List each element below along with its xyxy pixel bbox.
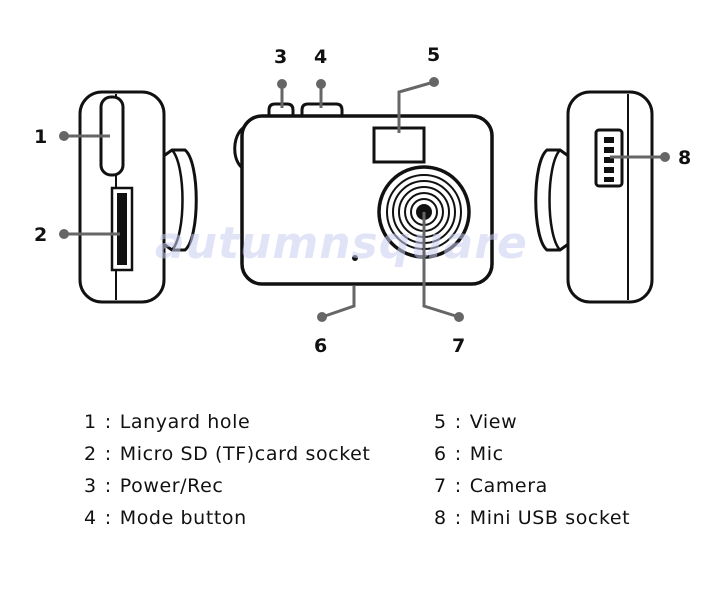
leader-dot-2 — [59, 229, 69, 239]
leader-dot-5 — [429, 77, 439, 87]
legend-separator: : — [454, 411, 462, 433]
callout-2: 2 — [34, 224, 47, 246]
legend-num: 4 — [84, 507, 97, 529]
leader-dot-8 — [660, 152, 670, 162]
leader-dot-4 — [316, 79, 326, 89]
callout-7: 7 — [452, 335, 465, 357]
legend-num: 3 — [84, 475, 97, 497]
legend-separator: : — [104, 411, 112, 433]
legend-num: 7 — [434, 475, 447, 497]
legend-separator: : — [104, 507, 112, 529]
leader-lines — [59, 77, 670, 322]
left-side-view — [78, 90, 198, 304]
leader-dot-1 — [59, 131, 69, 141]
legend-item-7: 7: Camera — [434, 475, 548, 497]
usb-pin-2 — [604, 147, 614, 153]
leader-dot-6 — [317, 312, 327, 322]
right-side-lens-ring — [548, 149, 562, 251]
legend-separator: : — [454, 475, 462, 497]
leader-dot-3 — [277, 79, 287, 89]
leader-line-7 — [422, 212, 460, 319]
legend-label: Power/Rec — [119, 475, 224, 497]
legend-item-2: 2: Micro SD (TF)card socket — [84, 443, 371, 465]
callout-8: 8 — [678, 147, 691, 169]
legend-label: Mini USB socket — [469, 507, 631, 529]
usb-pin-5 — [604, 177, 614, 182]
callout-6: 6 — [314, 335, 327, 357]
legend-num: 6 — [434, 443, 447, 465]
mic-hole — [352, 255, 358, 261]
legend-item-3: 3: Power/Rec — [84, 475, 223, 497]
callout-1: 1 — [34, 126, 47, 148]
camera-diagram: autumnsquare 1 2 3 4 5 6 7 8 — [34, 44, 691, 357]
legend-separator: : — [104, 475, 112, 497]
micro-sd-slot-inner — [117, 193, 127, 265]
legend-num: 5 — [434, 411, 447, 433]
legend-item-1: 1: Lanyard hole — [84, 411, 250, 433]
viewfinder — [372, 126, 426, 164]
legend-label: Micro SD (TF)card socket — [119, 443, 371, 465]
legend-separator: : — [454, 443, 462, 465]
right-side-body — [566, 90, 654, 304]
usb-pin-4 — [604, 167, 614, 173]
legend-label: View — [469, 411, 518, 433]
legend-item-4: 4: Mode button — [84, 507, 247, 529]
legend-separator: : — [454, 507, 462, 529]
usb-pin-3 — [604, 157, 614, 163]
legend-num: 8 — [434, 507, 447, 529]
legend-item-8: 8: Mini USB socket — [434, 507, 630, 529]
callout-numbers: 1 2 3 4 5 6 7 8 — [34, 44, 691, 357]
legend-num: 1 — [84, 411, 97, 433]
legend-item-6: 6: Mic — [434, 443, 504, 465]
usb-pin-1 — [604, 137, 614, 143]
front-view — [233, 102, 494, 286]
legend-label: Lanyard hole — [119, 411, 251, 433]
right-side-view — [534, 90, 654, 304]
legend-separator: : — [104, 443, 112, 465]
legend-label: Camera — [469, 475, 548, 497]
leader-line-6 — [321, 286, 356, 319]
legend-label: Mic — [469, 443, 504, 465]
watermark: autumnsquare — [155, 218, 528, 269]
left-side-lens-barrel — [156, 148, 198, 252]
legend-item-5: 5: View — [434, 411, 517, 433]
callout-3: 3 — [274, 46, 287, 68]
left-side-lens-ring — [170, 149, 184, 251]
legend-label: Mode button — [119, 507, 247, 529]
leader-dot-7 — [454, 312, 464, 322]
legend-num: 2 — [84, 443, 97, 465]
leader-line-5 — [397, 80, 435, 133]
callout-5: 5 — [427, 44, 440, 66]
callout-4: 4 — [314, 46, 327, 68]
right-side-lens-barrel — [534, 148, 576, 252]
